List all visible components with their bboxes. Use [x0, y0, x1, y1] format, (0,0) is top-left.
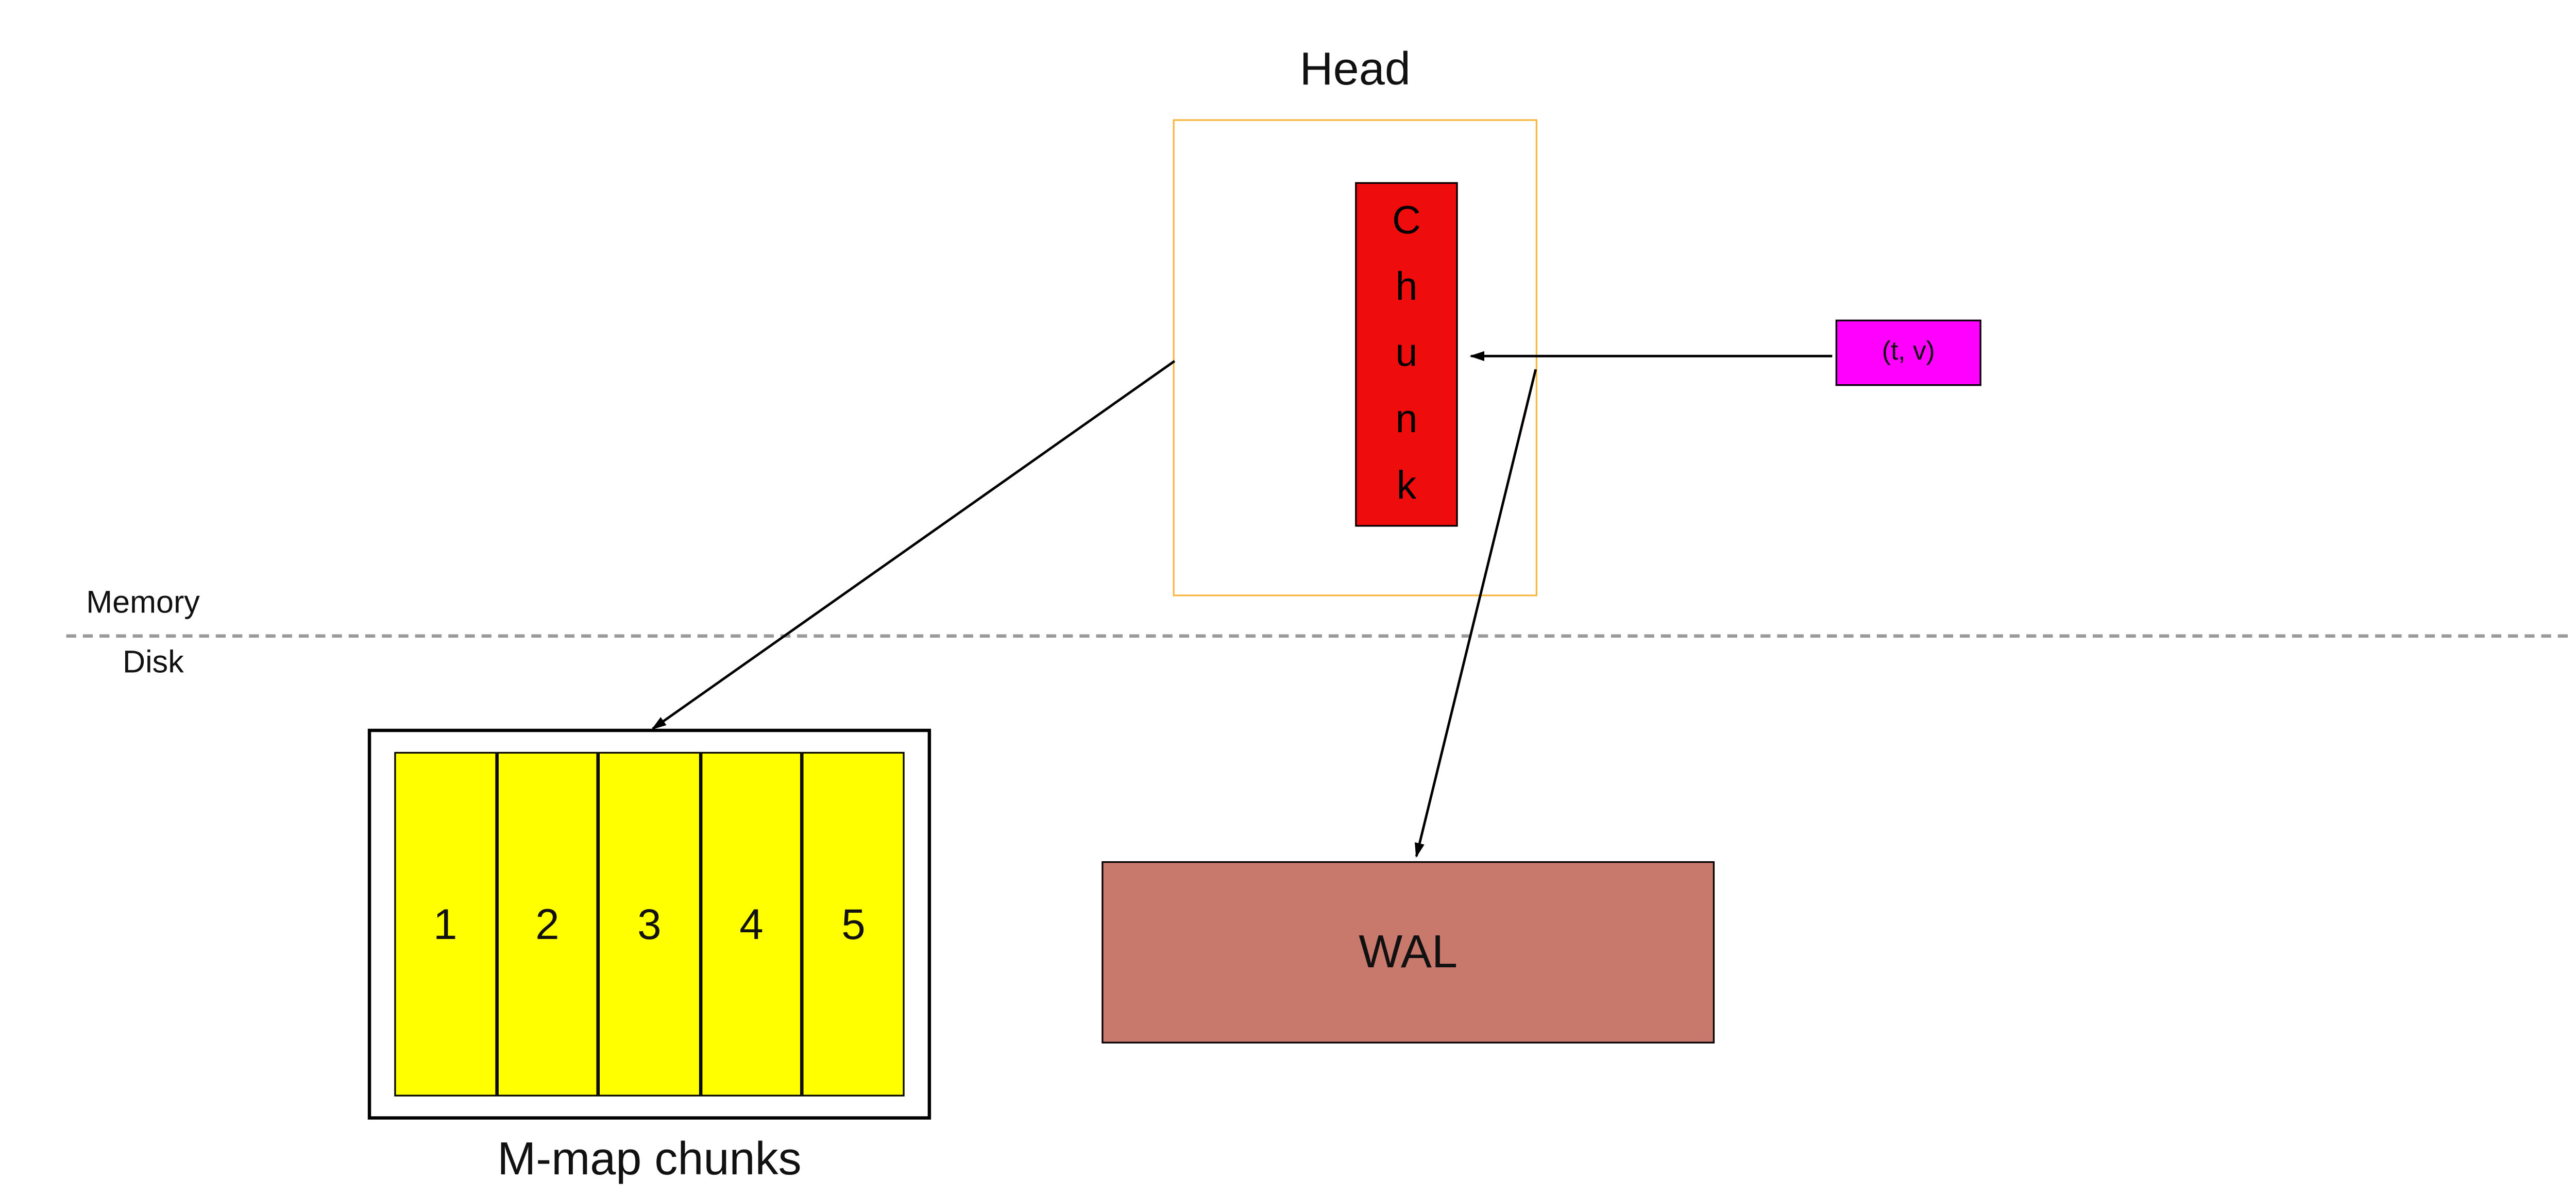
disk-label: Disk [122, 646, 184, 681]
mmap-caption: M-map chunks [497, 1133, 802, 1185]
head-chunk-box: C h u n k [1355, 182, 1458, 527]
mmap-chunk-4: 4 [700, 751, 803, 1097]
mmap-chunk-5: 5 [802, 751, 905, 1097]
mmap-chunk-2: 2 [496, 751, 599, 1097]
head-title: Head [1299, 43, 1411, 95]
mmap-chunk-2-label: 2 [535, 898, 560, 948]
mmap-chunks-row: 1 2 3 4 5 [394, 751, 905, 1097]
arrow-head-to-mmap [651, 360, 1176, 730]
sample-box: (t, v) [1835, 319, 1981, 386]
mmap-chunk-4-label: 4 [739, 898, 764, 948]
mmap-chunk-5-label: 5 [841, 898, 866, 948]
mmap-chunks-box: 1 2 3 4 5 [367, 728, 931, 1120]
mmap-chunk-3-label: 3 [637, 898, 662, 948]
mmap-chunk-1-label: 1 [433, 898, 457, 948]
memory-label: Memory [86, 586, 200, 621]
mmap-chunk-1: 1 [394, 751, 497, 1097]
sample-label: (t, v) [1882, 337, 1935, 366]
mmap-chunk-3: 3 [598, 751, 701, 1097]
wal-box: WAL [1101, 861, 1715, 1044]
head-chunk-label: C h u n k [1392, 198, 1421, 509]
memory-disk-divider [66, 634, 2568, 638]
wal-label: WAL [1359, 926, 1458, 978]
